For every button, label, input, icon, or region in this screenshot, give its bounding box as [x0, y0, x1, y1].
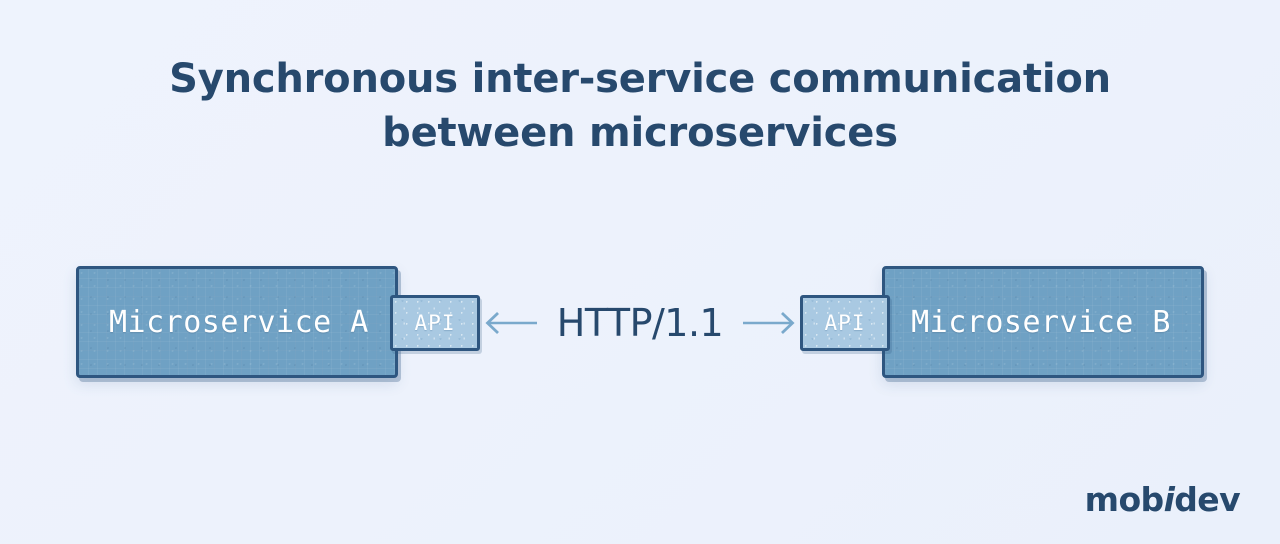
logo-part-2: dev: [1174, 480, 1240, 519]
microservice-a-label: Microservice A: [109, 304, 369, 340]
microservice-a-api-label: API: [414, 310, 456, 335]
page-title: Synchronous inter-service communication …: [0, 52, 1280, 160]
mobidev-logo: mobidev: [1084, 480, 1241, 519]
microservice-a-box: Microservice A: [76, 266, 398, 378]
protocol-label: HTTP/1.1: [556, 301, 724, 345]
microservice-b-label: Microservice B: [911, 304, 1171, 340]
microservice-b-api-label: API: [824, 310, 866, 335]
microservice-a-api-box: API: [390, 295, 480, 351]
arrow-left-icon: [480, 310, 538, 336]
connection-group: HTTP/1.1: [480, 295, 800, 351]
logo-part-1: mob: [1084, 480, 1164, 519]
title-line-2: between microservices: [382, 110, 898, 156]
arrow-right-icon: [742, 310, 800, 336]
logo-accent-letter: i: [1163, 480, 1175, 519]
microservice-b-api-box: API: [800, 295, 890, 351]
microservice-b-box: Microservice B: [882, 266, 1204, 378]
title-line-1: Synchronous inter-service communication: [169, 56, 1111, 102]
